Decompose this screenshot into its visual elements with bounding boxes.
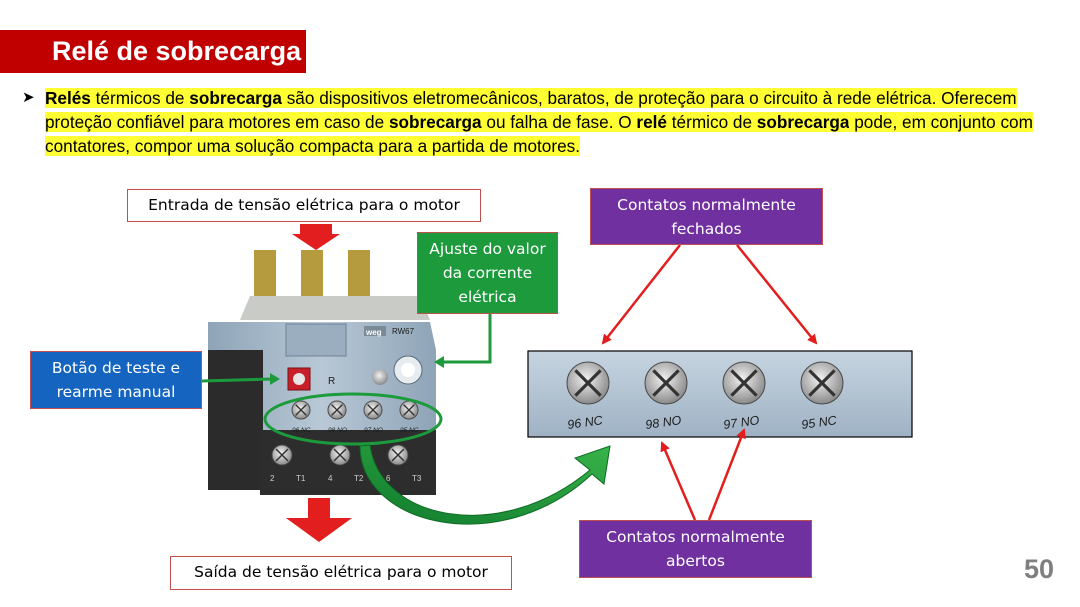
bullet-segment: sobrecarga bbox=[189, 88, 282, 108]
device-aux-terminals: 96 NC 98 NO 97 NO 95 NC bbox=[291, 400, 419, 434]
zoom-screw-icon bbox=[800, 361, 844, 405]
zoom-screw-icon bbox=[566, 361, 610, 405]
relay-side-dark bbox=[208, 350, 263, 490]
nc-arrow-left bbox=[601, 244, 681, 345]
bullet-segment: ou falha de fase. O bbox=[481, 112, 637, 132]
current-dial-center bbox=[401, 363, 415, 377]
nc-arrow-right bbox=[736, 244, 818, 345]
device-output-screw-icon bbox=[271, 444, 293, 466]
overload-relay-device: weg RW67 R 96 NC 98 NO 97 NO 95 NC 2 T1 4 T2 6 T… bbox=[208, 250, 436, 495]
model-text: RW67 bbox=[392, 327, 415, 336]
current-adjust-line-3: elétrica bbox=[458, 288, 517, 306]
device-aux-screw-icon bbox=[399, 400, 419, 420]
bullet-segment: sobrecarga bbox=[756, 112, 850, 132]
device-output-terminal-label: T2 bbox=[354, 474, 364, 483]
device-aux-terminal-label: 95 NC bbox=[400, 427, 419, 434]
test-button-line-1: Botão de teste e bbox=[51, 359, 181, 377]
input-voltage-label: Entrada de tensão elétrica para o motor bbox=[127, 189, 481, 222]
zoom-border bbox=[527, 350, 913, 438]
device-output-terminal-label: 4 bbox=[328, 474, 333, 483]
bullet-segment: sobrecarga bbox=[388, 112, 482, 132]
input-down-arrow bbox=[292, 224, 340, 250]
nc-contacts-line-1: Contatos normalmente bbox=[617, 196, 796, 214]
no-arrow-right bbox=[707, 428, 746, 521]
zoom-screws: 96 NC 98 NO 97 NO 95 NC bbox=[566, 361, 844, 432]
bullet-segment: Relés bbox=[45, 88, 91, 108]
test-button-line-2: rearme manual bbox=[56, 383, 176, 401]
bullet-arrow-icon: ➤ bbox=[22, 89, 35, 106]
terminal-highlight-ellipse bbox=[263, 392, 443, 446]
device-output-terminal-label: T1 bbox=[296, 474, 306, 483]
zoom-screw-icon bbox=[722, 361, 766, 405]
nc-contacts-line-2: fechados bbox=[671, 220, 742, 238]
bullet-segment: térmicos de bbox=[90, 88, 190, 108]
device-aux-screw-icon bbox=[327, 400, 347, 420]
device-aux-terminal-label: 96 NC bbox=[292, 427, 311, 434]
device-output-terminal-label: 6 bbox=[386, 474, 391, 483]
device-output-screw-icon bbox=[387, 444, 409, 466]
bullet-segment: térmico de bbox=[667, 112, 757, 132]
input-tab-2 bbox=[301, 250, 323, 310]
no-contacts-line-2: abertos bbox=[666, 552, 725, 570]
no-contacts-label: Contatos normalmente abertos bbox=[579, 520, 812, 578]
device-output-terminals: 2 T1 4 T2 6 T3 bbox=[270, 444, 422, 483]
slide-title: Relé de sobrecarga bbox=[0, 30, 306, 73]
zoom-terminal-label: 98 NO bbox=[644, 413, 682, 432]
no-arrow-left bbox=[660, 441, 697, 521]
bullet-paragraph: ➤ Relés térmicos de sobrecarga são dispo… bbox=[22, 86, 1052, 158]
zoom-terminal-label: 96 NC bbox=[566, 413, 604, 432]
current-adjust-line-1: Ajuste do valor bbox=[429, 240, 546, 258]
input-tab-3 bbox=[348, 250, 370, 310]
device-aux-terminal-label: 97 NO bbox=[364, 427, 383, 434]
current-adjust-label: Ajuste do valor da corrente elétrica bbox=[417, 232, 558, 314]
adjust-connector bbox=[440, 312, 492, 364]
zoomed-terminals: 96 NC 98 NO 97 NO 95 NC bbox=[527, 350, 913, 438]
bullet-text: Relés térmicos de sobrecarga são disposi… bbox=[45, 86, 1052, 158]
test-connector bbox=[201, 377, 273, 383]
relay-label-window bbox=[285, 323, 347, 357]
nc-contacts-label: Contatos normalmente fechados bbox=[590, 188, 823, 245]
no-contacts-line-1: Contatos normalmente bbox=[606, 528, 785, 546]
test-button-label: Botão de teste e rearme manual bbox=[30, 351, 202, 409]
device-output-terminal-label: T3 bbox=[412, 474, 422, 483]
tab-housing bbox=[240, 296, 430, 320]
output-voltage-label: Saída de tensão elétrica para o motor bbox=[170, 556, 512, 590]
zoom-screw-icon bbox=[644, 361, 688, 405]
page-number: 50 bbox=[1023, 554, 1054, 584]
brand-logo-icon bbox=[364, 326, 386, 336]
zoom-terminal-label: 95 NC bbox=[800, 413, 838, 432]
current-adjust-line-2: da corrente bbox=[442, 264, 533, 282]
zoom-curved-arrow bbox=[359, 444, 611, 525]
device-aux-screw-icon bbox=[363, 400, 383, 420]
device-output-terminal-label: 2 bbox=[270, 474, 275, 483]
device-aux-screw-icon bbox=[291, 400, 311, 420]
brand-text: weg bbox=[365, 328, 382, 337]
reset-knob-icon bbox=[293, 373, 305, 385]
zoom-terminal-label: 97 NO bbox=[722, 413, 760, 432]
reset-letter: R bbox=[328, 376, 335, 387]
device-aux-terminal-label: 98 NO bbox=[328, 427, 347, 434]
adjust-arrowhead-icon bbox=[434, 356, 444, 368]
adjust-screw-icon bbox=[372, 369, 388, 385]
device-output-screw-icon bbox=[329, 444, 351, 466]
test-arrowhead-icon bbox=[270, 373, 280, 385]
bullet-segment: relé bbox=[636, 112, 667, 132]
input-tab-1 bbox=[254, 250, 276, 310]
output-down-arrow bbox=[286, 498, 352, 542]
